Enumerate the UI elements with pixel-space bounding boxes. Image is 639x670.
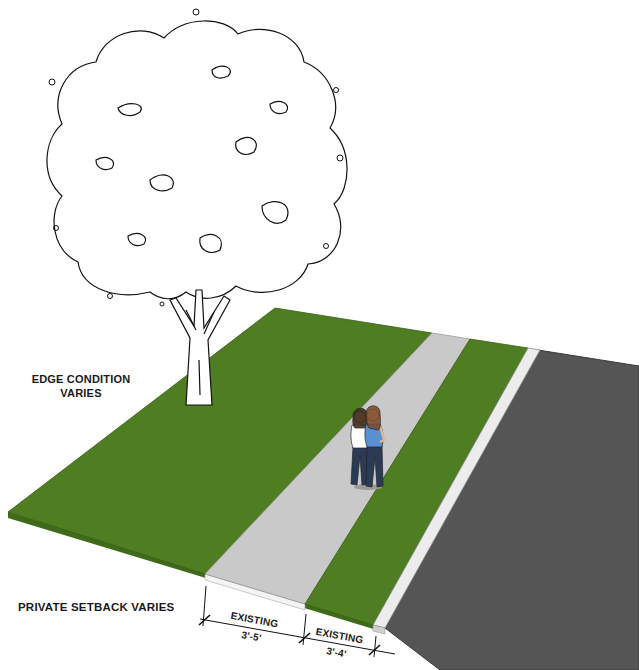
canopy-gaps — [96, 66, 288, 252]
pedestrians — [351, 406, 384, 490]
extension-line — [374, 636, 376, 657]
extension-line — [303, 614, 306, 645]
edge-condition-note: EDGE CONDITION VARIES — [22, 372, 140, 400]
tree — [47, 9, 347, 405]
dimension-tick — [299, 633, 310, 643]
dimension-lines — [199, 586, 395, 657]
person-legs — [366, 446, 383, 487]
tree-trunk — [170, 290, 230, 405]
person-hair — [353, 408, 367, 428]
dimension-label: EXISTING 3'-5' — [221, 606, 284, 650]
person-legs — [351, 447, 368, 485]
curb-side — [373, 625, 385, 634]
canopy-dots — [49, 9, 343, 306]
person-hair — [366, 406, 380, 430]
setback-note: PRIVATE SETBACK VARIES — [18, 600, 174, 614]
planting-strip — [305, 339, 528, 625]
curb — [373, 348, 540, 628]
dimension-tick — [199, 615, 210, 625]
tree-branch — [186, 310, 214, 395]
dimension-label: EXISTING 3'-4' — [306, 622, 369, 666]
dimension-tick — [369, 645, 380, 655]
person-arm — [380, 426, 384, 442]
dimension-line — [200, 619, 395, 654]
tree-canopy — [47, 21, 347, 299]
